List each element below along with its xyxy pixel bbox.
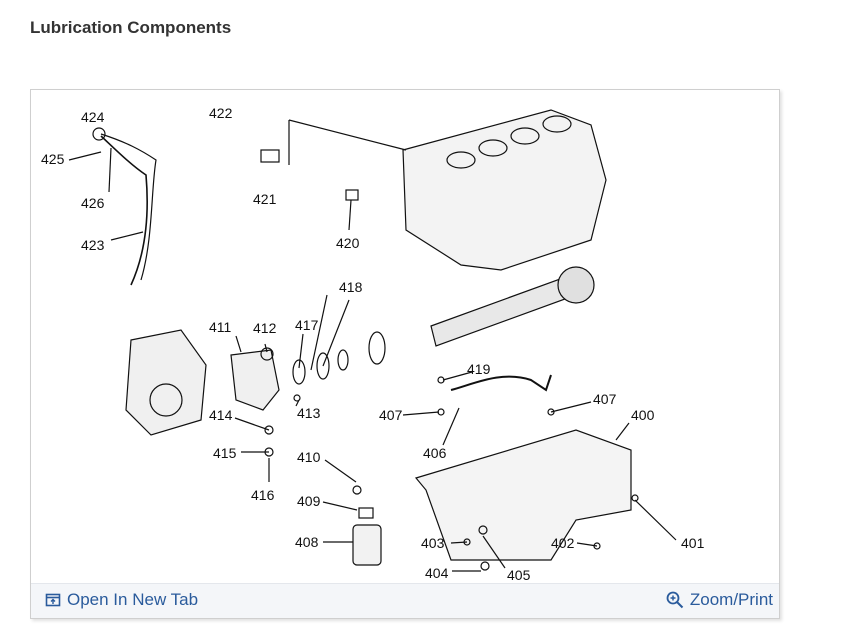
- open-in-new-tab-link[interactable]: Open In New Tab: [45, 590, 198, 610]
- diagram-frame: 424 425 426 423 422 421 420 418 411 412 …: [30, 89, 780, 619]
- callout-409: 409: [297, 493, 321, 509]
- oil-pan: [414, 429, 632, 561]
- callout-417: 417: [295, 317, 319, 333]
- callout-401: 401: [681, 535, 705, 551]
- callout-405: 405: [507, 567, 531, 583]
- dipstick-handle: [92, 127, 106, 141]
- dipstick: [100, 135, 148, 286]
- sprocket-417: [292, 359, 306, 385]
- callout-424: 424: [81, 109, 105, 125]
- callout-402: 402: [551, 535, 575, 551]
- callout-410: 410: [297, 449, 321, 465]
- sensor-420: [345, 189, 359, 201]
- exploded-diagram: 424 425 426 423 422 421 420 418 411 412 …: [41, 105, 705, 583]
- callout-407: 407: [379, 407, 403, 423]
- zoom-print-link[interactable]: Zoom/Print: [666, 590, 773, 610]
- callout-412: 412: [253, 320, 277, 336]
- callout-418: 418: [339, 279, 363, 295]
- callout-421: 421: [253, 191, 277, 207]
- front-cover: [125, 329, 207, 436]
- callout-404: 404: [425, 565, 449, 581]
- engine-block: [402, 109, 607, 271]
- zoom-in-icon: [666, 591, 684, 609]
- oil-filter: [352, 524, 382, 566]
- callout-406: 406: [423, 445, 447, 461]
- crankshaft: [430, 274, 577, 347]
- callout-422: 422: [209, 105, 233, 121]
- seal-418: [316, 352, 330, 380]
- sensor-421: [260, 149, 280, 163]
- callout-420: 420: [336, 235, 360, 251]
- callout-414: 414: [209, 407, 233, 423]
- callout-423: 423: [81, 237, 105, 253]
- diagram-footer: Open In New Tab Zoom/Print: [31, 583, 779, 618]
- callout-413: 413: [297, 405, 321, 421]
- oil-pump: [230, 349, 280, 411]
- filter-adapter: [358, 507, 374, 519]
- callout-labels: 424 425 426 423 422 421 420 418 411 412 …: [41, 105, 705, 583]
- page-title: Lubrication Components: [30, 18, 232, 37]
- zoom-print-label: Zoom/Print: [689, 590, 773, 609]
- open-in-new-tab-label: Open In New Tab: [67, 590, 199, 609]
- callout-419: 419: [467, 361, 491, 377]
- callout-411: 411: [209, 319, 232, 335]
- callout-416: 416: [251, 487, 275, 503]
- crank-sprocket: [368, 331, 386, 365]
- callout-408: 408: [295, 534, 319, 550]
- oil-pickup: [450, 374, 552, 392]
- callout-425: 425: [41, 151, 65, 167]
- open-new-tab-icon: [45, 592, 61, 608]
- callout-415: 415: [213, 445, 237, 461]
- callout-426: 426: [81, 195, 105, 211]
- dipstick-tube: [100, 133, 157, 281]
- callout-403: 403: [421, 535, 445, 551]
- callout-400: 400: [631, 407, 655, 423]
- callout-407-right: 407: [593, 391, 617, 407]
